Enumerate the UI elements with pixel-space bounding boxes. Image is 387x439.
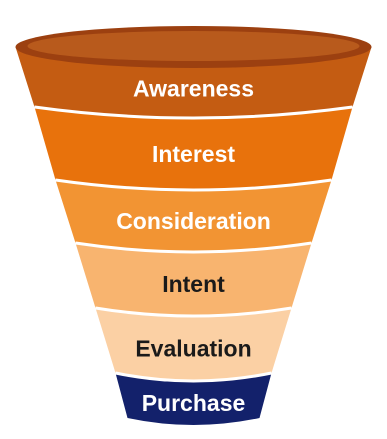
stage-label-interest: Interest [152, 141, 235, 167]
funnel-band-evaluation [95, 308, 292, 381]
funnel-band-intent [75, 243, 312, 316]
funnel-band-purchase [115, 373, 272, 425]
funnel-separator [34, 105, 353, 120]
funnel-separator [55, 178, 332, 192]
funnel-rim-inner [27, 31, 360, 61]
stage-label-intent: Intent [162, 271, 225, 297]
funnel-band-interest [34, 107, 353, 190]
stage-label-awareness: Awareness [133, 76, 254, 102]
stage-label-consideration: Consideration [116, 208, 271, 234]
stage-label-purchase: Purchase [142, 390, 246, 416]
stage-label-evaluation: Evaluation [135, 336, 251, 362]
funnel-separator [95, 306, 292, 318]
funnel-separator [75, 241, 312, 254]
funnel-band-consideration [55, 180, 332, 252]
funnel-separator [115, 371, 272, 383]
